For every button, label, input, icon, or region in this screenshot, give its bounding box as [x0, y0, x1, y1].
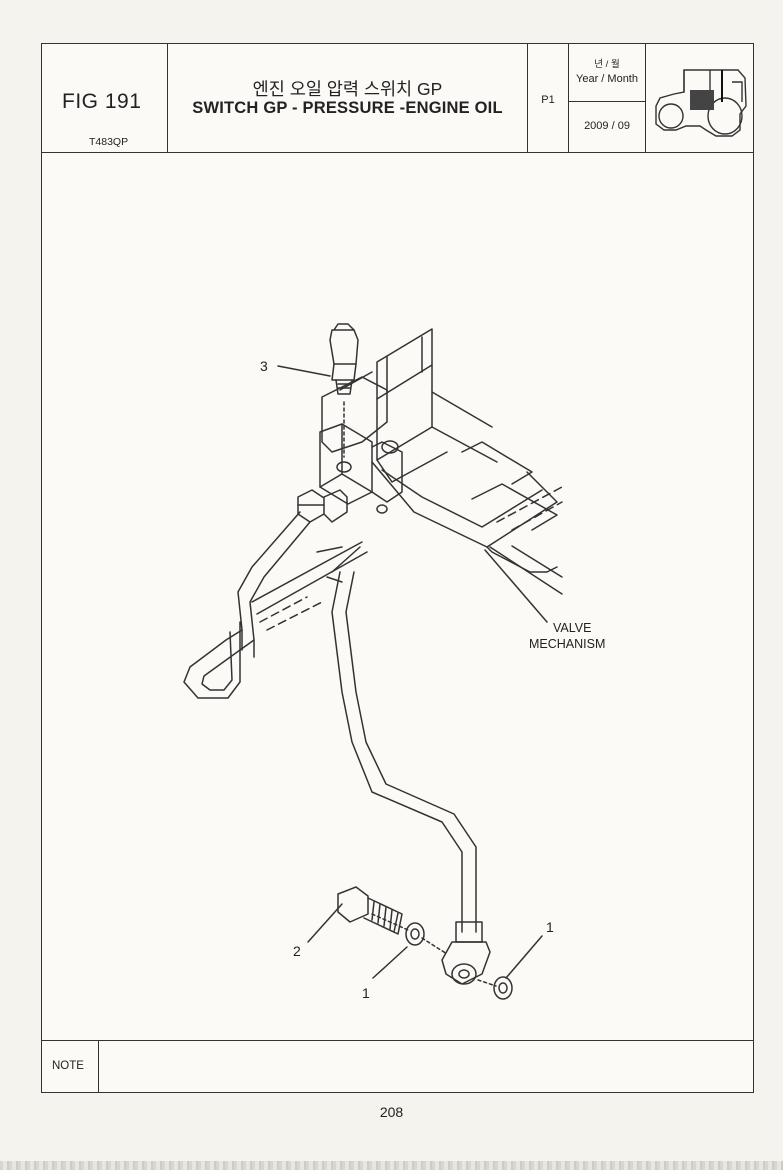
page-number: 208: [379, 1104, 404, 1120]
callout-1-left: 1: [362, 985, 370, 1001]
callout-3: 3: [260, 358, 268, 374]
figure-number: FIG 191: [62, 90, 142, 113]
title-korean: 엔진 오일 압력 스위치 GP: [252, 79, 443, 99]
figure-cell: FIG 191 T483QP: [42, 44, 168, 152]
callout-1-right: 1: [546, 919, 554, 935]
page-ref-cell: P1: [528, 44, 569, 152]
parts-diagram: 3 2 1 1 VALVE MECHANISM: [42, 152, 753, 1040]
page-frame: FIG 191 T483QP 엔진 오일 압력 스위치 GP SWITCH GP…: [41, 43, 754, 1093]
title-english: SWITCH GP - PRESSURE -ENGINE OIL: [192, 99, 503, 117]
exploded-view-drawing: 3 2 1 1 VALVE MECHANISM: [183, 323, 605, 1001]
note-row: NOTE: [42, 1040, 753, 1093]
switch-mount-block: [319, 423, 403, 514]
oil-pipe-lower: [326, 546, 477, 933]
hidden-lines: [259, 486, 563, 631]
scan-edge: [0, 1161, 783, 1170]
valve-label-line1: VALVE: [553, 621, 591, 635]
valve-mechanism-housing: [321, 328, 563, 595]
oil-pipe-upper: [183, 511, 368, 699]
page-ref: P1: [541, 94, 555, 106]
callout-1-right-leader: [505, 935, 543, 979]
tractor-icon: [655, 69, 747, 137]
banjo-bolt: [337, 886, 403, 935]
left-fitting: [297, 489, 348, 523]
year-month-english: Year / Month: [576, 73, 638, 85]
callout-3-leader: [277, 365, 331, 377]
part-group-code: T483QP: [89, 136, 129, 148]
banjo-fitting: [441, 921, 491, 985]
date-cell: 년 / 월 Year / Month 2009 / 09: [569, 44, 646, 152]
washer-left: [405, 922, 425, 946]
callout-1-left-leader: [372, 946, 408, 979]
date-header: 년 / 월 Year / Month: [569, 44, 645, 102]
pressure-switch: [329, 323, 359, 458]
callout-2-leader: [307, 903, 343, 943]
year-month-korean: 년 / 월: [594, 59, 620, 70]
date-value: 2009 / 09: [584, 120, 630, 132]
valve-label-line2: MECHANISM: [529, 637, 605, 651]
callout-2: 2: [293, 943, 301, 959]
washer-right: [493, 976, 513, 1000]
valve-leader-line: [484, 549, 548, 623]
note-label: NOTE: [52, 1060, 84, 1072]
header-table: FIG 191 T483QP 엔진 오일 압력 스위치 GP SWITCH GP…: [42, 44, 753, 153]
note-label-cell: NOTE: [42, 1041, 99, 1093]
tractor-icon-cell: [646, 44, 755, 152]
title-cell: 엔진 오일 압력 스위치 GP SWITCH GP - PRESSURE -EN…: [168, 44, 528, 152]
